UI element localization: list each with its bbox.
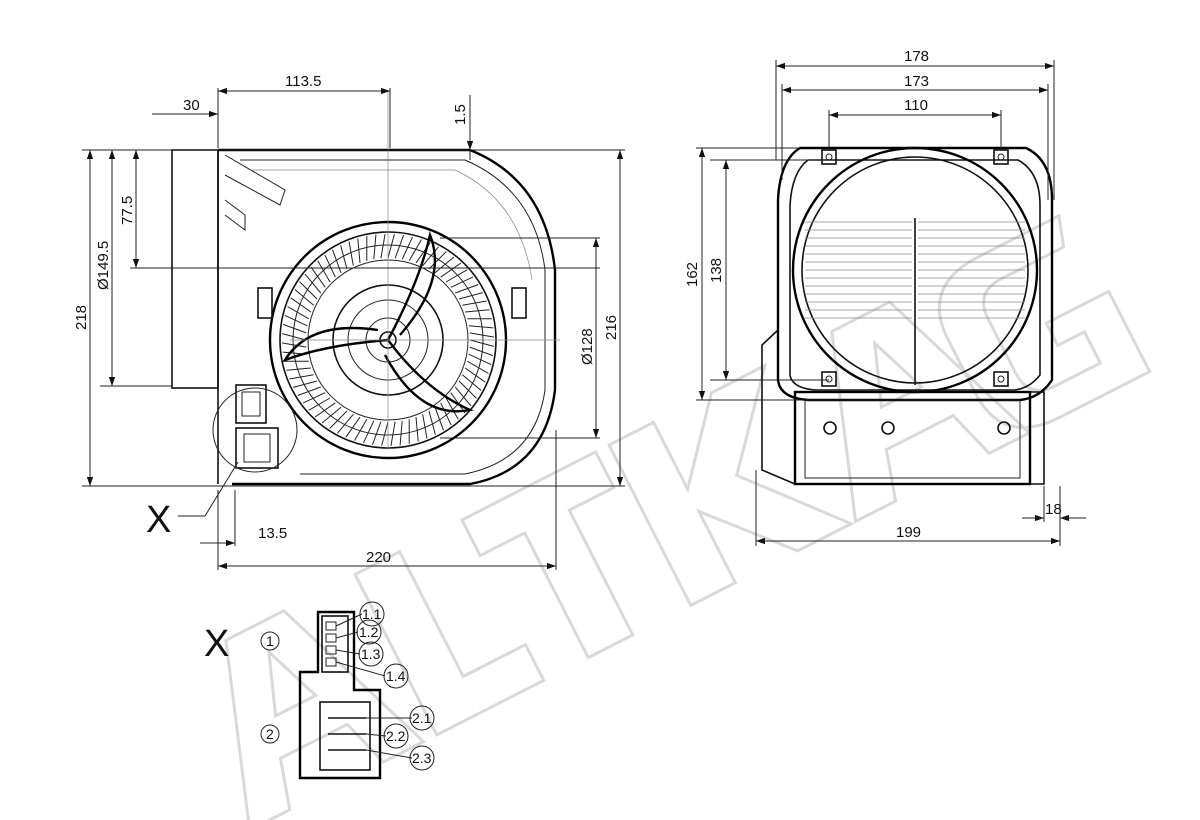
dim-30: 30 [183,97,200,114]
dim-13-5: 13.5 [258,525,287,542]
connector-1-callout [260,631,280,651]
connector-housing [212,384,298,473]
dim-d149-5: Ø149.5 [95,241,112,290]
dim-216: 216 [603,315,620,340]
detail-x: X 1 2 1.1 1.2 1.3 1.4 2.1 [204,601,435,780]
dim-178: 178 [904,48,929,65]
dim-113-5: 113.5 [285,73,321,90]
dim-173: 173 [904,73,929,90]
dim-218: 218 [73,305,90,330]
left-bracket [257,287,273,319]
detail-x-title: X [204,623,229,665]
side-view: 30 113.5 1.5 77.5 Ø149.5 218 216 Ø128 13… [73,73,625,570]
pin-2-1: 2.1 [412,710,432,726]
dim-199: 199 [896,524,921,541]
scroll-housing [218,148,557,486]
dim-18: 18 [1045,501,1062,518]
dim-138: 138 [708,258,725,283]
front-view: 178 173 110 162 138 18 199 [684,48,1086,546]
pin-1-4: 1.4 [386,668,406,684]
motor-base [761,329,1045,486]
dim-110: 110 [904,97,928,114]
front-impeller [805,221,1025,319]
detail-marker-x: X [146,499,171,541]
dim-77-5: 77.5 [119,196,136,225]
watermark-logo [224,213,1152,820]
pin-1-2: 1.2 [359,624,379,640]
right-bracket [511,287,527,319]
pin-1-1: 1.1 [362,606,382,622]
dim-1-5: 1.5 [452,104,469,125]
pin-1-3: 1.3 [361,646,381,662]
dim-d128: Ø128 [579,328,596,365]
dim-162: 162 [684,262,701,287]
connector-2-callout [260,724,280,744]
connector-1-label: 1 [266,633,274,649]
pin-2-2: 2.2 [386,728,406,744]
pin-2-3: 2.3 [412,750,432,766]
connector-2-label: 2 [266,726,274,742]
dim-220: 220 [366,549,391,566]
